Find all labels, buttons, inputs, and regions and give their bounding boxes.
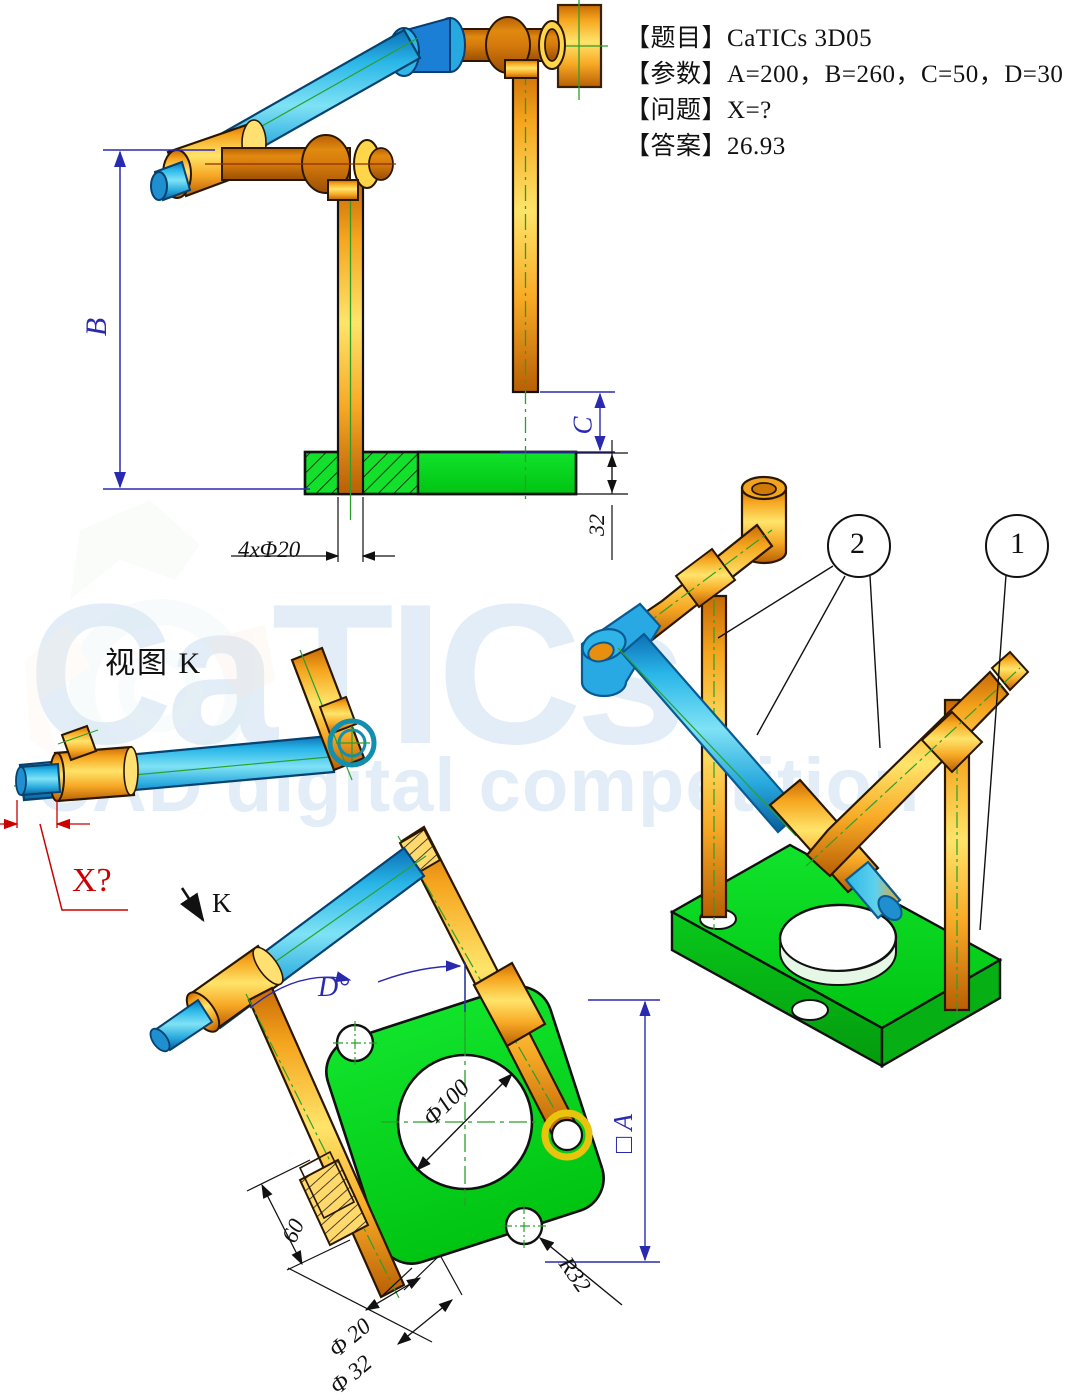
bolt-hole-upper-left xyxy=(333,1021,377,1065)
upper-right-shaft xyxy=(397,825,593,1161)
dimension-60 xyxy=(246,1159,351,1271)
iso-base-plate xyxy=(669,843,1003,1069)
dimension-32 xyxy=(576,440,628,560)
view-k-arrow-label: K xyxy=(212,888,232,918)
answer-label: 【答案】 xyxy=(625,133,728,160)
x-unknown-label: X? xyxy=(72,862,112,899)
dimension-square-a xyxy=(545,999,660,1263)
dimension-phi20 xyxy=(287,1254,441,1343)
title-value: CaTICs 3D05 xyxy=(727,25,873,52)
iso-blue-knuckle xyxy=(580,602,662,698)
dimension-c xyxy=(500,391,615,453)
balloon-1-circle xyxy=(979,514,1049,931)
dimension-label-32: 32 xyxy=(584,514,609,536)
dimension-b xyxy=(103,149,310,490)
params-label: 【参数】 xyxy=(625,61,728,88)
dimension-x-unknown xyxy=(0,800,128,911)
upper-horizontal-link xyxy=(449,16,566,79)
isometric-view xyxy=(580,475,1049,1069)
dimension-r32 xyxy=(538,1237,623,1306)
iso-lower-right-arm xyxy=(805,650,1030,878)
dimension-label-d-angle: D° xyxy=(318,972,350,1003)
balloon-label-2: 2 xyxy=(850,527,865,560)
bolt-hole-lower-right xyxy=(502,1204,546,1248)
params-value: A=200，B=260，C=50，D=30 xyxy=(727,61,1064,88)
dimension-label-4xphi20: 4xΦ20 xyxy=(238,537,301,562)
balloon-2-circle xyxy=(717,514,891,749)
view-k-title: 视图 K xyxy=(105,647,203,680)
left-post xyxy=(336,180,365,520)
dimension-phi32 xyxy=(396,1254,463,1345)
left-blue-stub xyxy=(150,160,192,202)
question-label: 【问题】 xyxy=(625,97,728,124)
dimension-label-square-a: □ A xyxy=(608,1113,639,1154)
dimension-phi100 xyxy=(416,1073,513,1171)
dimension-label-c: C xyxy=(567,416,598,435)
dimension-d-angle xyxy=(249,960,466,1012)
lower-left-shaft xyxy=(245,986,406,1301)
front-view-assembly xyxy=(103,0,628,562)
bottom-view-assembly xyxy=(149,825,660,1345)
dimension-label-b: B xyxy=(80,317,114,337)
view-k-arrow-icon xyxy=(180,887,205,923)
view-k-assembly xyxy=(0,646,377,923)
title-label: 【题目】 xyxy=(625,25,728,52)
dimension-4xphi20 xyxy=(231,497,395,562)
balloon-label-1: 1 xyxy=(1010,527,1025,560)
answer-value: 26.93 xyxy=(727,133,786,160)
question-value: X=? xyxy=(727,97,772,124)
right-post xyxy=(511,40,540,500)
middle-horizontal-link xyxy=(205,134,396,201)
upper-left-blue-rod xyxy=(149,846,427,1053)
